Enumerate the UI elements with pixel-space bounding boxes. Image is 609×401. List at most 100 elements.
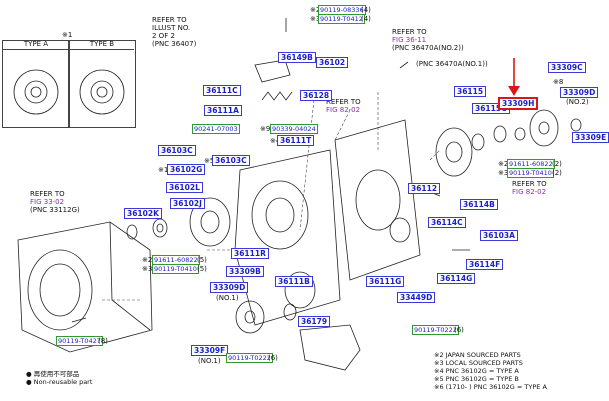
part-33309b[interactable]: 33309B xyxy=(226,266,264,277)
no2-label-right: (NO.2) xyxy=(566,98,589,106)
non-reusable-bullet-icon: ● xyxy=(26,370,32,378)
code-90119-t0412[interactable]: 90119-T0412 xyxy=(318,14,365,24)
part-36111t[interactable]: 36111T xyxy=(277,135,315,146)
transfer-case-rear-drawing xyxy=(334,119,421,281)
refer-illust-line3: 2 OF 2 xyxy=(152,32,175,40)
marker-3-right: ※3 xyxy=(498,169,509,177)
refer-36-11-figlink[interactable]: FIG 36-11 xyxy=(392,36,427,44)
part-36111a[interactable]: 36111A xyxy=(204,105,242,116)
marker-1-left: ※1 xyxy=(158,166,169,174)
refer-33-02-pnc: (PNC 33112G) xyxy=(30,206,80,214)
qty-6: (6) xyxy=(268,354,278,362)
marker-2-top: ※2 xyxy=(310,6,321,14)
code-90241-07003[interactable]: 90241-07003 xyxy=(192,124,240,134)
part-36111g[interactable]: 36111G xyxy=(366,276,405,287)
marker-4-mid: ※4 xyxy=(270,137,281,145)
refer-33-02-figlink[interactable]: FIG 33-02 xyxy=(30,198,65,206)
type-a-label: TYPE A xyxy=(23,40,49,48)
part-36102l[interactable]: 36102L xyxy=(166,182,203,193)
part-33309h-selected[interactable]: 33309H xyxy=(498,97,539,110)
marker-8: ※8 xyxy=(553,78,564,86)
part-36114g[interactable]: 36114G xyxy=(437,273,476,284)
refer-fig-33-02-note[interactable]: REFER TO FIG 33-02 (PNC 33112G) xyxy=(30,190,80,214)
code-90339-04024[interactable]: 90339-04024 xyxy=(270,124,318,134)
no1-label-left-b: (NO.1) xyxy=(198,357,221,365)
part-36114c[interactable]: 36114C xyxy=(428,217,466,228)
code-90119-t0427[interactable]: 90119-T0427 xyxy=(56,336,103,346)
legend-type-a: ※4 PNC 36102G = TYPE A xyxy=(434,367,519,375)
type-b-housing-drawing xyxy=(79,69,125,115)
refer-fig-82-02-mid-note[interactable]: REFER TO FIG 82-02 xyxy=(326,98,361,114)
adapter-drawing xyxy=(189,197,231,247)
refer-82-02-right-figlink[interactable]: FIG 82-02 xyxy=(512,188,547,196)
type-boxes-mark: ※1 xyxy=(62,31,73,39)
companion-flange-drawing xyxy=(529,109,559,147)
marker-5-mid: ※5 xyxy=(204,157,215,165)
extension-housing-drawing xyxy=(435,127,473,177)
code-90119-t0222-right[interactable]: 90119-T0222 xyxy=(412,325,459,335)
no1-label-left-a: (NO.1) xyxy=(216,294,239,302)
part-36112[interactable]: 36112 xyxy=(408,183,441,194)
refer-36-11-pnc-no1: (PNC 36470A(NO.1)) xyxy=(416,60,488,68)
oil-pump-drawing xyxy=(235,300,265,334)
marker-2-right: ※2 xyxy=(498,160,509,168)
code-90119-t0410-right[interactable]: 90119-T0410 xyxy=(507,168,554,178)
part-36103c-right[interactable]: 36103C xyxy=(212,155,250,166)
part-36102g[interactable]: 36102G xyxy=(167,164,206,175)
part-36102[interactable]: 36102 xyxy=(316,57,349,68)
part-33309e[interactable]: 33309E xyxy=(572,132,609,143)
type-b-box: TYPE B xyxy=(68,40,136,128)
refer-33-02-line1: REFER TO xyxy=(30,190,65,198)
legend-japan-sourced: ※2 JAPAN SOURCED PARTS xyxy=(434,351,521,359)
part-36179[interactable]: 36179 xyxy=(298,316,331,327)
marker-3-left: ※3 xyxy=(142,265,153,273)
qty-right-2b: (2) xyxy=(552,169,562,177)
legend-left-row-jp: ● 再使用不可部品 xyxy=(26,370,92,378)
refer-illust-line2: ILLUST NO. xyxy=(152,24,191,32)
refer-fig-36-11-note[interactable]: REFER TO FIG 36-11 (PNC 36470A(NO.2)) (P… xyxy=(392,28,488,68)
non-reusable-bullet-icon: ● xyxy=(26,378,32,386)
part-33309c[interactable]: 33309C xyxy=(548,62,586,73)
part-36111b[interactable]: 36111B xyxy=(275,276,313,287)
refer-fig-82-02-right-note[interactable]: REFER TO FIG 82-02 xyxy=(512,180,547,196)
part-36102k[interactable]: 36102K xyxy=(124,208,162,219)
part-36115[interactable]: 36115 xyxy=(454,86,487,97)
code-90119-t0222-bottom[interactable]: 90119-T0222 xyxy=(226,353,273,363)
part-36111r[interactable]: 36111R xyxy=(231,248,269,259)
type-a-housing-drawing xyxy=(13,69,59,115)
part-36102j[interactable]: 36102J xyxy=(170,198,205,209)
legend-type-b: ※5 PNC 36102G = TYPE B xyxy=(434,375,519,383)
code-90119-t0410-left[interactable]: 90119-T0410 xyxy=(152,264,199,274)
legend-local-sourced: ※3 LOCAL SOURCED PARTS xyxy=(434,359,523,367)
part-36128[interactable]: 36128 xyxy=(300,90,333,101)
part-33309f[interactable]: 33309F xyxy=(191,345,229,356)
legend-left-text-en: Non-reusable part xyxy=(33,378,93,386)
qty-top-4b: (4) xyxy=(361,15,371,23)
transmission-housing-drawing xyxy=(17,221,153,353)
part-36149b[interactable]: 36149B xyxy=(278,52,316,63)
qty-left-5a: (5) xyxy=(197,256,207,264)
part-36114f[interactable]: 36114F xyxy=(466,259,504,270)
legend-left-row-en: ● Non-reusable part xyxy=(26,378,92,386)
part-33449d[interactable]: 33449D xyxy=(397,292,436,303)
type-a-box: TYPE A xyxy=(2,40,70,128)
legend-left-text-jp: 再使用不可部品 xyxy=(33,370,80,378)
legend-right: ※2 JAPAN SOURCED PARTS ※3 LOCAL SOURCED … xyxy=(434,351,547,391)
transfer-case-front-drawing xyxy=(234,149,341,326)
qty-top-4: (4) xyxy=(361,6,371,14)
refer-82-02-mid-figlink[interactable]: FIG 82-02 xyxy=(326,106,361,114)
part-36114b[interactable]: 36114B xyxy=(460,199,498,210)
bracket-drawing xyxy=(299,324,361,371)
qty-left-5b: (5) xyxy=(197,265,207,273)
part-36103c-left[interactable]: 36103C xyxy=(158,145,196,156)
part-33309d-left[interactable]: 33309D xyxy=(210,282,249,293)
marker-3-top: ※3 xyxy=(310,15,321,23)
qty-right-6: (6) xyxy=(454,326,464,334)
marker-2-left: ※2 xyxy=(142,256,153,264)
part-33309d-right[interactable]: 33309D xyxy=(560,87,599,98)
part-36111c[interactable]: 36111C xyxy=(203,85,241,96)
type-b-label: TYPE B xyxy=(89,40,115,48)
part-36103a[interactable]: 36103A xyxy=(480,230,518,241)
